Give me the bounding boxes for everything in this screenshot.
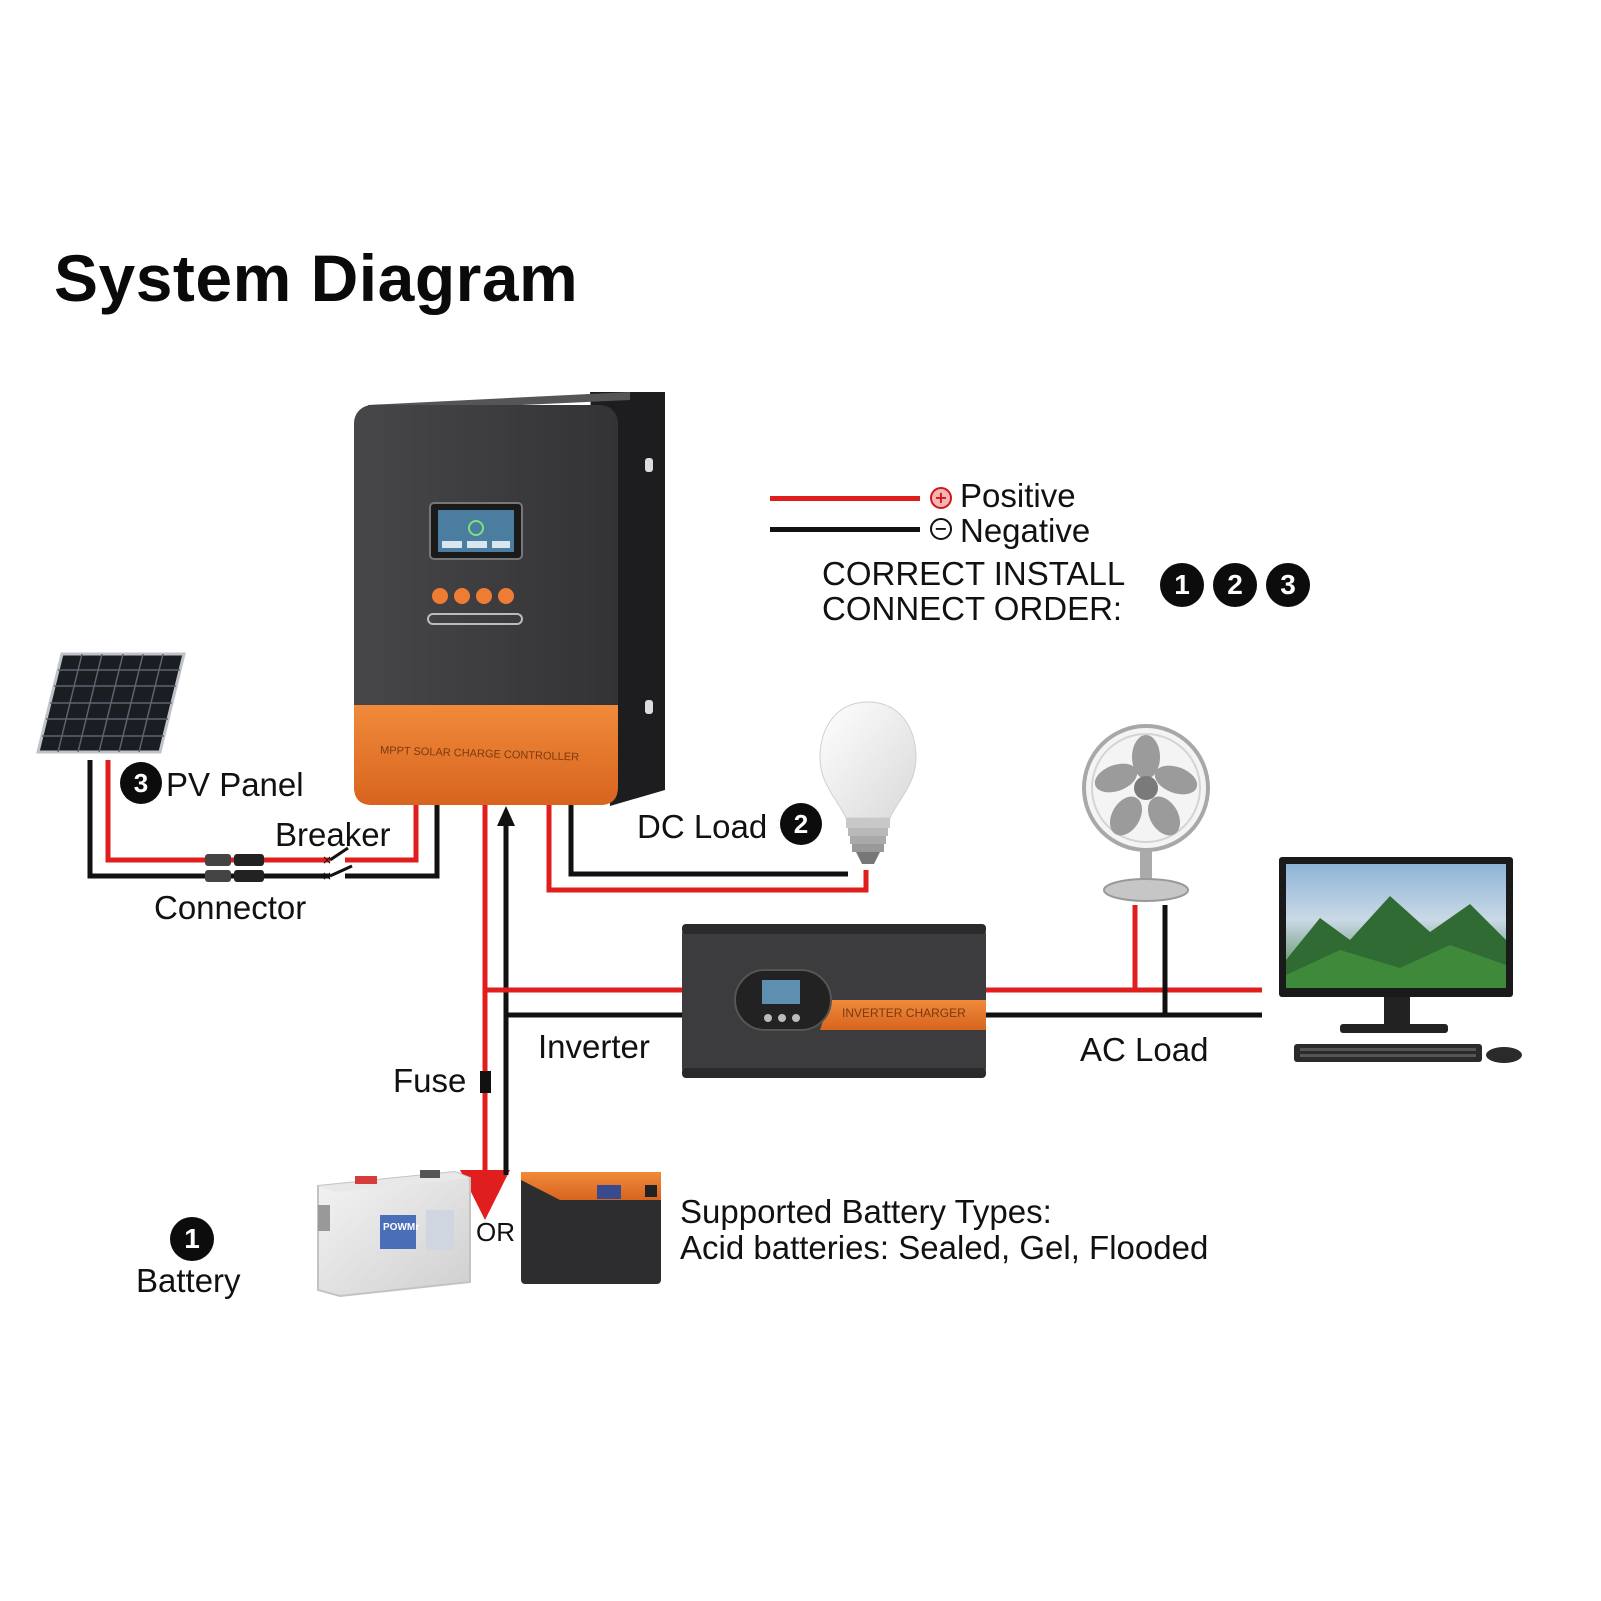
ac-load-wiring <box>986 905 1262 1018</box>
dc-step-badge: 2 <box>780 803 822 845</box>
legend-positive-label: Positive <box>960 477 1076 514</box>
battery-types-line2: Acid batteries: Sealed, Gel, Flooded <box>680 1229 1209 1266</box>
step-3-badge: 3 <box>1266 563 1310 607</box>
svg-text:×: × <box>322 853 332 867</box>
or-label: OR <box>476 1217 515 1247</box>
step-1-badge: 1 <box>1160 563 1204 607</box>
light-bulb-icon <box>819 701 917 864</box>
lithium-battery-icon <box>521 1172 661 1284</box>
solar-panel-icon <box>36 652 186 754</box>
negative-sign-icon: − <box>930 518 952 540</box>
legend-negative-label: Negative <box>960 512 1091 549</box>
svg-text:×: × <box>322 869 332 883</box>
controller-button <box>498 588 514 604</box>
controller-button <box>454 588 470 604</box>
charge-controller <box>354 392 665 806</box>
pv-step-badge: 3 <box>120 762 162 804</box>
positive-sign-icon: + <box>930 487 952 509</box>
dc-load-label: DC Load <box>637 808 768 845</box>
inverter-printed-label: INVERTER CHARGER <box>842 1006 966 1020</box>
computer-monitor-icon <box>1279 857 1522 1063</box>
ac-load-label: AC Load <box>1080 1031 1209 1068</box>
install-order-line2: CONNECT ORDER: <box>822 590 1123 627</box>
positive-wire-sample <box>770 496 920 501</box>
dc-load-wiring <box>546 802 869 893</box>
pv-panel-label: PV Panel <box>166 766 304 803</box>
battery-brand-label: POWMr <box>383 1222 420 1233</box>
breaker-switch: × × <box>322 846 353 883</box>
install-order-line1: CORRECT INSTALL <box>822 555 1126 592</box>
controller-button <box>476 588 492 604</box>
negative-wire-sample <box>770 527 920 532</box>
inverter-unit <box>682 924 986 1078</box>
inverter-label: Inverter <box>538 1028 650 1065</box>
battery-label: Battery <box>136 1262 241 1299</box>
connector-label: Connector <box>154 889 307 926</box>
page-title: System Diagram <box>54 241 579 315</box>
breaker-label: Breaker <box>275 816 391 853</box>
battery-types-line1: Supported Battery Types: <box>680 1193 1052 1230</box>
lead-acid-battery-icon <box>317 1170 471 1298</box>
fuse-label: Fuse <box>393 1062 467 1099</box>
controller-button <box>432 588 448 604</box>
mc4-connector <box>205 854 264 882</box>
step-2-badge: 2 <box>1213 563 1257 607</box>
battery-step-badge: 1 <box>170 1217 214 1261</box>
fuse-icon <box>480 1071 491 1093</box>
battery-wiring <box>460 802 682 1220</box>
fan-icon <box>1082 724 1210 902</box>
up-arrow-icon <box>497 806 515 826</box>
